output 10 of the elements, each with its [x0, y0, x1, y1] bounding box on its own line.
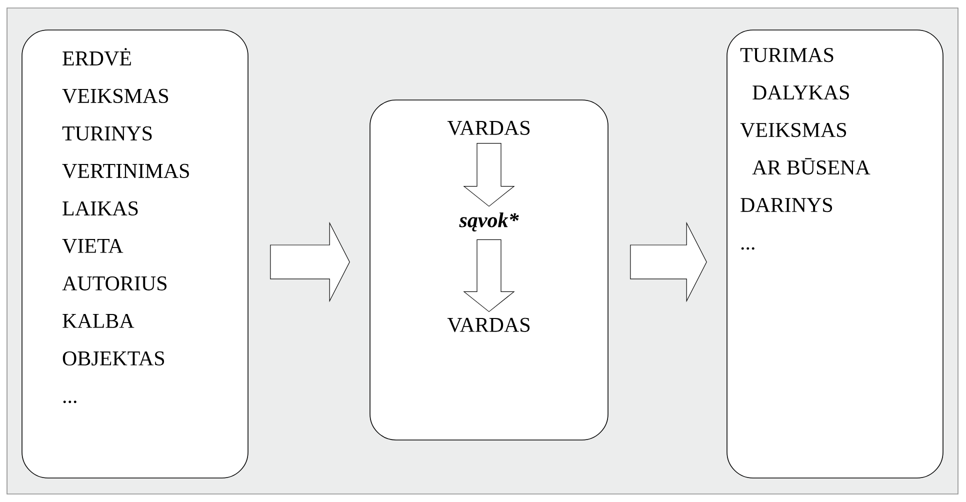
term-label: VARDAS — [447, 318, 530, 332]
rounded-box: TURIMAS DALYKAS VEIKSMAS AR BŪSENA DARINYS ... — [726, 30, 944, 478]
block-arrow — [270, 222, 350, 302]
term-label: VARDAS — [447, 120, 530, 136]
block-arrow — [463, 239, 515, 312]
block-arrow — [463, 143, 515, 207]
term-label: sąvok* — [459, 212, 519, 232]
rounded-box — [370, 100, 608, 440]
rounded-box: ERDVĖ VEIKSMAS TURINYS VERTINIMAS LAIKAS VIETA AUTORIUS KALBA OBJEKTAS ... — [22, 30, 248, 478]
block-arrow — [630, 222, 707, 302]
